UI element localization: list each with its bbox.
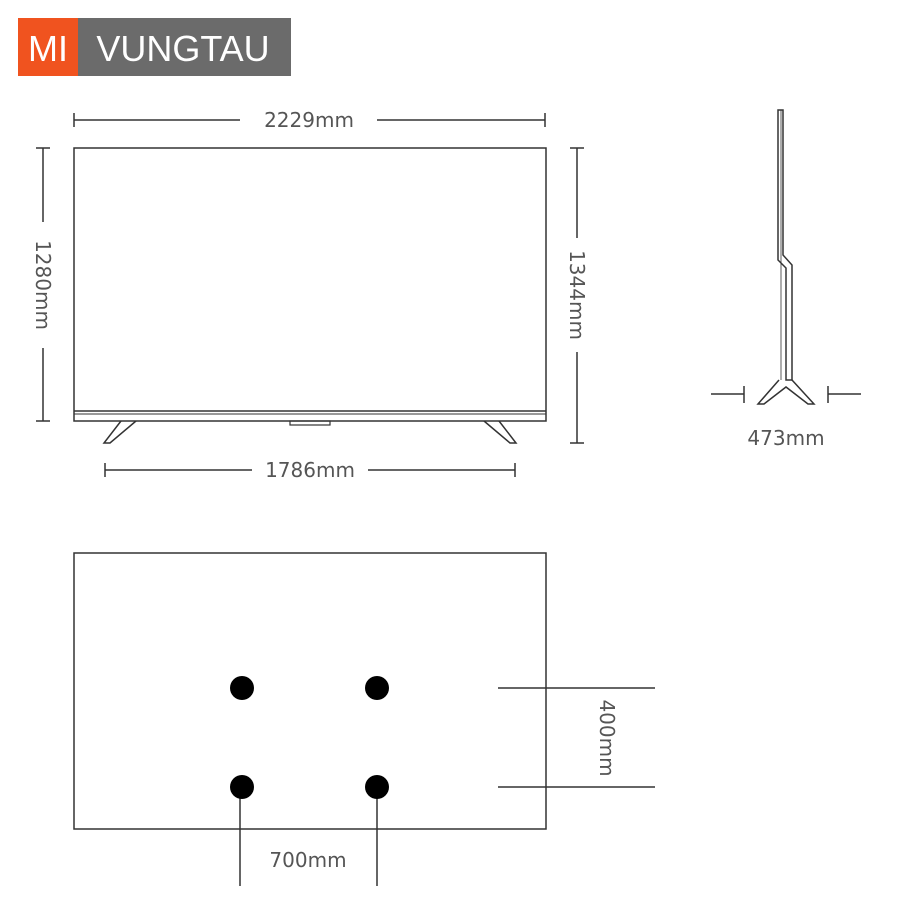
vesa-horizontal-label: 700mm	[269, 848, 346, 872]
front-view	[36, 113, 584, 477]
back-view	[73, 552, 655, 886]
logo-right-text: VUNGTAU	[96, 28, 269, 69]
logo-left-text: MI	[28, 28, 68, 69]
brand-logo: MI VUNGTAU	[18, 18, 291, 76]
panel-height-dimension	[36, 147, 50, 422]
side-view	[711, 109, 861, 405]
vesa-hole-top-left	[230, 676, 254, 700]
vesa-hole-bottom-right	[365, 775, 389, 799]
vesa-vertical-label: 400mm	[595, 699, 619, 776]
stand-span-label: 1786mm	[265, 458, 355, 482]
tv-panel-side	[777, 109, 793, 381]
tv-center-sensor	[289, 420, 331, 426]
logo-right-block	[78, 18, 291, 76]
vesa-hole-bottom-left	[230, 775, 254, 799]
total-height-label: 1344mm	[565, 250, 589, 340]
left-stand-foot	[102, 420, 137, 444]
overall-width-dimension	[73, 113, 546, 127]
tv-panel-front	[73, 147, 547, 422]
right-stand-foot	[483, 420, 518, 444]
stand-depth-dimension	[711, 386, 861, 403]
logo-left-block	[18, 18, 78, 76]
side-stand	[756, 379, 816, 405]
total-height-dimension	[570, 147, 584, 444]
stand-depth-label: 473mm	[747, 426, 824, 450]
vesa-hole-top-right	[365, 676, 389, 700]
panel-height-label: 1280mm	[31, 240, 55, 330]
vesa-holes	[230, 676, 389, 799]
overall-width-label: 2229mm	[264, 108, 354, 132]
stand-span-dimension	[104, 463, 516, 477]
tv-panel-back	[73, 552, 547, 830]
